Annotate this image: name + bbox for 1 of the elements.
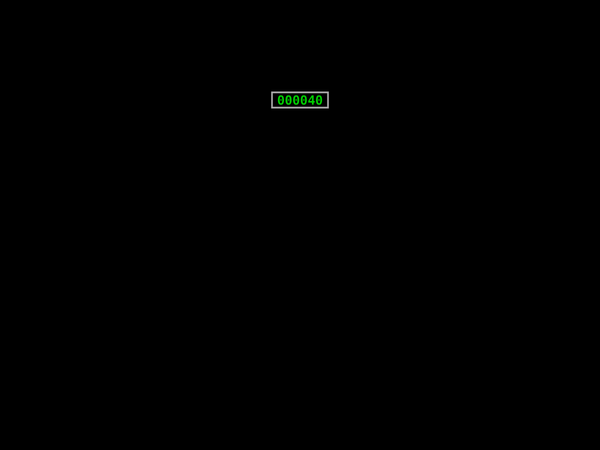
counter-display: 000040 [271, 92, 329, 108]
